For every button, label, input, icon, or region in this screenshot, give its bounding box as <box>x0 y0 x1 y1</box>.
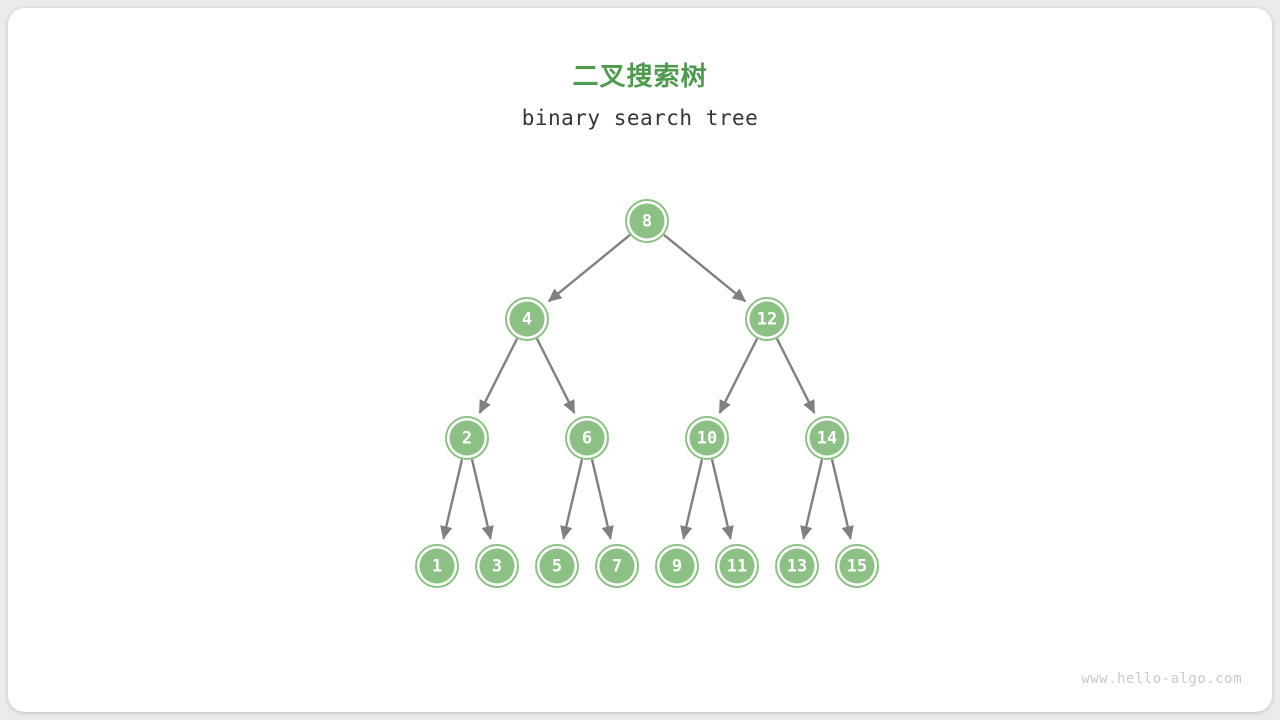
node-label: 10 <box>697 429 717 449</box>
node-label: 15 <box>847 557 867 577</box>
node-fill <box>509 301 545 337</box>
node-fill <box>809 420 845 456</box>
page-title: 二叉搜索树 <box>572 61 708 91</box>
node-label: 6 <box>582 429 592 449</box>
node-fill <box>599 548 635 584</box>
tree-node-1[interactable]: 1 <box>415 544 459 588</box>
tree-edge-14-to-15 <box>830 459 854 540</box>
tree-node-2[interactable]: 2 <box>445 416 489 460</box>
tree-edge-6-to-5 <box>560 459 584 540</box>
node-fill <box>449 420 485 456</box>
tree-node-6[interactable]: 6 <box>565 416 609 460</box>
tree-node-11[interactable]: 11 <box>715 544 759 588</box>
tree-edge-2-to-3 <box>470 459 494 540</box>
tree-node-9[interactable]: 9 <box>655 544 699 588</box>
tree-node-12[interactable]: 12 <box>745 297 789 341</box>
node-fill <box>779 548 815 584</box>
node-label: 2 <box>462 429 472 449</box>
node-fill <box>629 203 665 239</box>
node-fill <box>689 420 725 456</box>
tree-node-10[interactable]: 10 <box>685 416 729 460</box>
tree-node-14[interactable]: 14 <box>805 416 849 460</box>
node-label: 14 <box>817 429 837 449</box>
node-label: 12 <box>757 310 777 330</box>
tree-node-13[interactable]: 13 <box>775 544 819 588</box>
tree-edge-10-to-9 <box>680 459 704 540</box>
node-fill <box>659 548 695 584</box>
tree-node-15[interactable]: 15 <box>835 544 879 588</box>
node-fill <box>479 548 515 584</box>
node-fill <box>419 548 455 584</box>
tree-edge-4-to-6 <box>535 338 576 414</box>
node-label: 7 <box>612 557 622 577</box>
tree-node-8[interactable]: 8 <box>625 199 669 243</box>
tree-node-4[interactable]: 4 <box>505 297 549 341</box>
tree-edge-10-to-11 <box>710 459 734 540</box>
node-label: 1 <box>432 557 442 577</box>
node-label: 4 <box>522 310 532 330</box>
tree-node-5[interactable]: 5 <box>535 544 579 588</box>
node-label: 9 <box>672 557 682 577</box>
tree-edge-8-to-4 <box>547 233 631 303</box>
node-label: 8 <box>642 212 652 232</box>
node-fill <box>569 420 605 456</box>
tree-edge-2-to-1 <box>440 459 464 540</box>
node-label: 13 <box>787 557 807 577</box>
tree-edge-6-to-7 <box>590 459 614 540</box>
page-subtitle: binary search tree <box>521 106 759 130</box>
tree-node-7[interactable]: 7 <box>595 544 639 588</box>
node-fill <box>839 548 875 584</box>
node-fill <box>539 548 575 584</box>
tree-edge-4-to-2 <box>478 338 519 414</box>
node-label: 11 <box>727 557 747 577</box>
watermark: www.hello-algo.com <box>1081 671 1242 687</box>
tree-edges <box>440 233 854 540</box>
node-fill <box>749 301 785 337</box>
node-label: 3 <box>492 557 502 577</box>
node-label: 5 <box>552 557 562 577</box>
node-fill <box>719 548 755 584</box>
tree-edge-8-to-12 <box>663 233 747 303</box>
tree-edge-12-to-10 <box>718 338 759 414</box>
tree-node-3[interactable]: 3 <box>475 544 519 588</box>
tree-edge-14-to-13 <box>800 459 824 540</box>
tree-edge-12-to-14 <box>775 338 816 414</box>
